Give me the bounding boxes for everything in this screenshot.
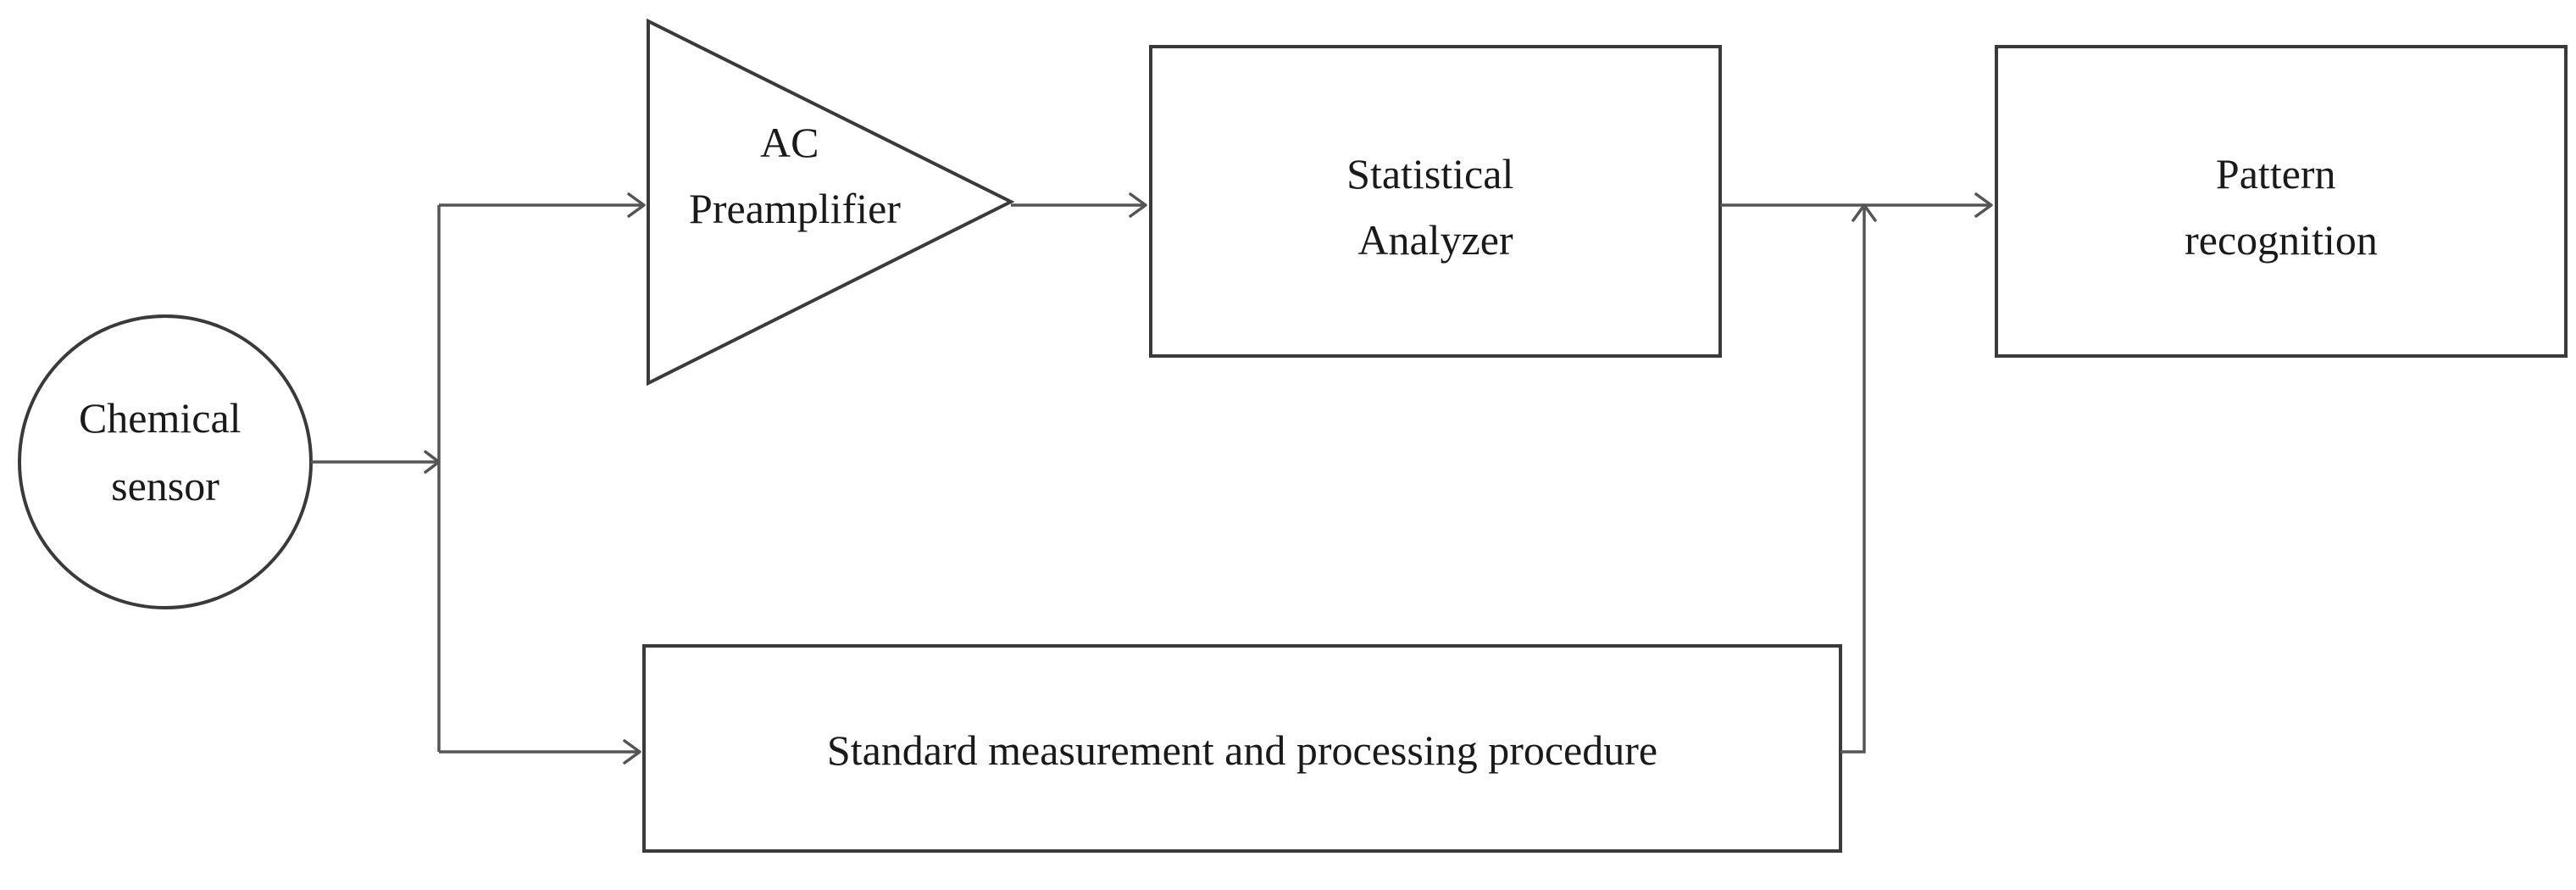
ac-preamplifier-label-line-1: AC [760,119,819,166]
procedure-to-merge-wire [1840,205,1866,754]
arrowhead-into-recognition [1974,192,1993,218]
arrowhead-merge-up [1852,203,1877,222]
ac-preamplifier-node [647,18,1015,387]
standard-procedure-label-line-1: Standard measurement and processing proc… [827,726,1657,774]
chemical-sensor-label-line-2: sensor [111,462,219,509]
arrowhead-sensor-junction [424,450,441,474]
chemical-sensor-label: Chemical sensor [79,394,252,509]
arrowhead-into-procedure [623,739,641,765]
pattern-recognition-label-line-1: Pattern [2216,150,2336,197]
statistical-analyzer-label: Statistical Analyzer [1346,150,1524,264]
arrowhead-into-preamplifier [627,192,646,218]
ac-preamplifier-label: AC Preamplifier [689,119,901,232]
statistical-analyzer-label-line-2: Analyzer [1357,216,1513,264]
pattern-recognition-label: Pattern recognition [2185,150,2378,264]
standard-procedure-label: Standard measurement and processing proc… [827,726,1657,774]
statistical-analyzer-label-line-1: Statistical [1346,150,1513,197]
standard-procedure-node [642,644,1842,853]
arrowhead-into-analyzer [1129,192,1147,218]
ac-preamplifier-label-line-2: Preamplifier [689,185,901,232]
pattern-recognition-node [1995,45,2568,358]
chemical-sensor-label-line-1: Chemical [79,394,242,442]
pattern-recognition-label-line-2: recognition [2185,216,2378,264]
statistical-analyzer-node [1149,45,1722,358]
